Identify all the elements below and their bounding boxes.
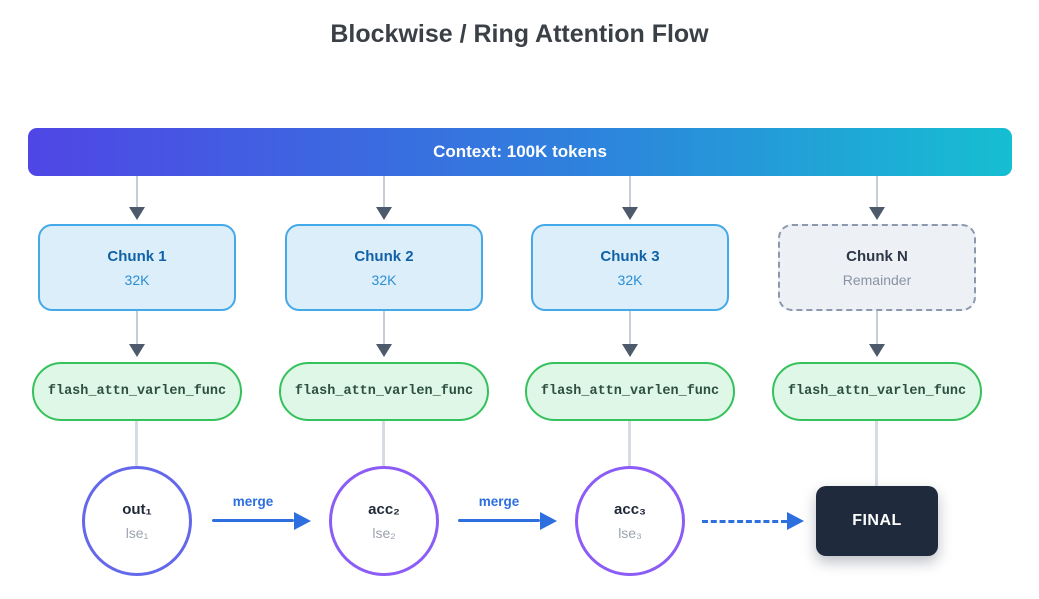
arrow-down-icon [622, 344, 638, 357]
connector-line [629, 311, 631, 344]
arrow-down-icon [376, 207, 392, 220]
connector-line [628, 421, 631, 467]
result-sublabel: lse₂ [372, 525, 396, 541]
connector-line [383, 176, 385, 208]
connector-line [383, 311, 385, 344]
context-banner: Context: 100K tokens [28, 128, 1012, 176]
flash-attn-pill-2: flash_attn_varlen_func [279, 362, 489, 421]
result-sublabel: lse₁ [125, 525, 149, 541]
connector-line [136, 311, 138, 344]
connector-line [629, 176, 631, 208]
dashed-arrow [702, 520, 787, 523]
merge-arrow-1 [212, 519, 294, 522]
connector-line [382, 421, 385, 467]
chunk-subtitle: Remainder [842, 271, 912, 288]
flash-attn-label: flash_attn_varlen_func [294, 384, 474, 399]
result-circle-2: acc₂ lse₂ [329, 466, 439, 576]
final-label: FINAL [852, 512, 902, 529]
chunk-subtitle: 32K [371, 271, 397, 288]
flash-attn-label: flash_attn_varlen_func [787, 384, 967, 399]
chunk-title: Chunk 3 [600, 247, 660, 265]
flash-attn-pill-n: flash_attn_varlen_func [772, 362, 982, 421]
arrow-down-icon [376, 344, 392, 357]
flash-attn-pill-3: flash_attn_varlen_func [525, 362, 735, 421]
chunk-box-n: Chunk N Remainder [778, 224, 976, 311]
diagram-title: Blockwise / Ring Attention Flow [330, 20, 709, 48]
result-circle-1: out₁ lse₁ [82, 466, 192, 576]
connector-line [876, 311, 878, 344]
arrow-right-icon [294, 512, 311, 530]
chunk-title: Chunk N [846, 247, 908, 265]
chunk-title: Chunk 1 [107, 247, 167, 265]
result-label: acc₂ [368, 501, 400, 518]
chunk-box-1: Chunk 1 32K [38, 224, 236, 311]
arrow-down-icon [622, 207, 638, 220]
result-label: out₁ [122, 501, 152, 518]
result-label: acc₃ [614, 501, 646, 518]
context-banner-label: Context: 100K tokens [433, 142, 607, 161]
arrow-down-icon [129, 207, 145, 220]
result-circle-3: acc₃ lse₃ [575, 466, 685, 576]
chunk-subtitle: 32K [124, 271, 150, 288]
chunk-box-2: Chunk 2 32K [285, 224, 483, 311]
merge-label-1: merge [232, 494, 274, 509]
connector-line [135, 421, 138, 467]
chunk-subtitle: 32K [617, 271, 643, 288]
merge-label-2: merge [478, 494, 520, 509]
arrow-right-icon [540, 512, 557, 530]
flash-attn-pill-1: flash_attn_varlen_func [32, 362, 242, 421]
arrow-down-icon [869, 344, 885, 357]
connector-line [876, 176, 878, 208]
flash-attn-label: flash_attn_varlen_func [47, 384, 227, 399]
connector-line [136, 176, 138, 208]
chunk-title: Chunk 2 [354, 247, 414, 265]
connector-line [875, 421, 878, 486]
arrow-down-icon [869, 207, 885, 220]
arrow-down-icon [129, 344, 145, 357]
merge-arrow-2 [458, 519, 540, 522]
arrow-right-icon [787, 512, 804, 530]
result-sublabel: lse₃ [618, 525, 642, 541]
final-box: FINAL [816, 486, 938, 556]
flash-attn-label: flash_attn_varlen_func [540, 384, 720, 399]
chunk-box-3: Chunk 3 32K [531, 224, 729, 311]
